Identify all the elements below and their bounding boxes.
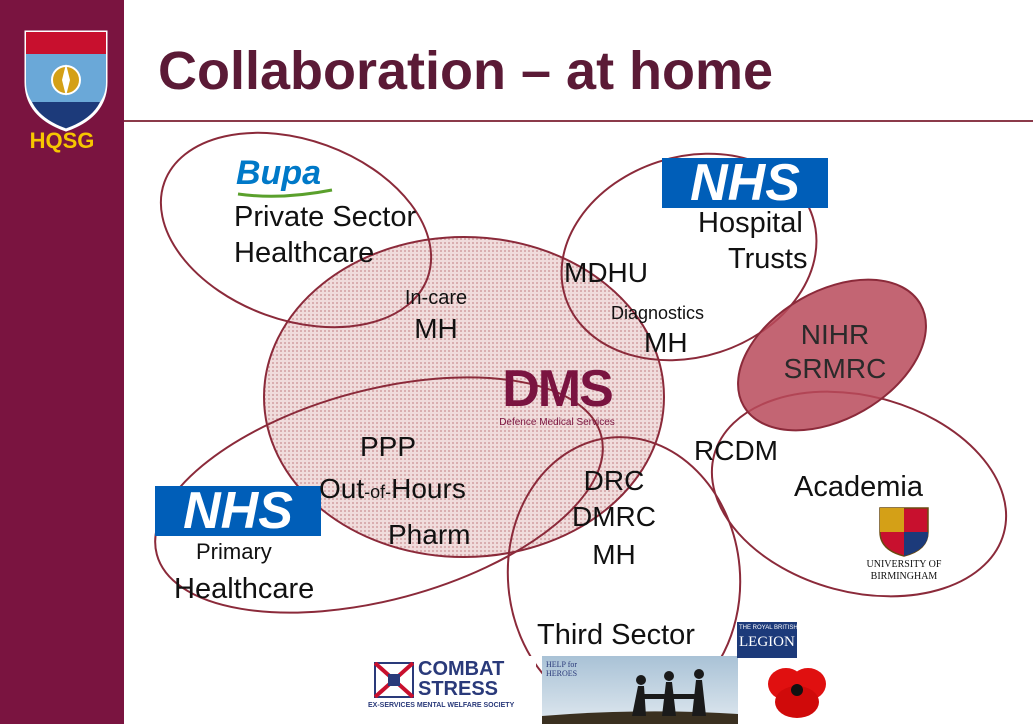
- nhs-logo-top: NHS: [662, 157, 828, 209]
- in-care-label: In-care: [404, 287, 468, 309]
- royal-british-legion-logo: THE ROYAL BRITISH LEGION: [737, 622, 798, 658]
- nhs-logo-primary: NHS: [155, 485, 321, 537]
- combat-stress-line-2: STRESS: [418, 678, 499, 700]
- dms-subtitle: Defence Medical Services: [499, 417, 615, 428]
- uob-line-2: BIRMINGHAM: [870, 571, 938, 582]
- dms-ellipse: [263, 236, 665, 558]
- bupa-logo-text: Bupa: [236, 154, 321, 192]
- dmrc-label: DMRC: [572, 501, 656, 532]
- private-sector-ellipse: [159, 131, 433, 329]
- third-sector-label: Third Sector: [537, 619, 695, 651]
- primary-healthcare-label: Healthcare: [174, 573, 315, 605]
- uob-line-1: UNIVERSITY OF: [866, 559, 942, 570]
- hospital-trusts-ellipse: [560, 152, 818, 362]
- dms-logo: DMS: [502, 360, 614, 418]
- collaboration-diagram: Bupa Private Sector Healthcare In-care M…: [124, 122, 1033, 724]
- slide-title: Collaboration – at home: [158, 41, 774, 101]
- primary-label: Primary: [196, 539, 272, 564]
- out-of-hours-of: -of-: [364, 482, 392, 502]
- pharm-label: Pharm: [388, 519, 471, 550]
- in-care-mh-label: MH: [414, 313, 458, 344]
- diagnostics-label: Diagnostics: [611, 303, 705, 323]
- ppp-label: PPP: [360, 431, 417, 462]
- soldiers-silhouette-icon: [542, 669, 738, 724]
- legion-line-1: THE ROYAL BRITISH: [739, 625, 798, 631]
- combat-stress-emblem-icon: [374, 662, 414, 698]
- ellipses-layer: [154, 131, 1008, 718]
- title-divider: [124, 120, 1033, 122]
- private-sector-label-2: Healthcare: [234, 237, 375, 269]
- rcdm-label: RCDM: [694, 435, 778, 466]
- hqsg-badge: HQSG: [29, 128, 95, 153]
- hospital-label: Hospital: [698, 207, 803, 239]
- birmingham-crest-icon: [879, 507, 929, 557]
- help-for-heroes-image: HELP for HEROES: [542, 656, 738, 724]
- nihr-label: NIHR: [800, 319, 870, 350]
- combat-stress-line-1: COMBAT: [418, 658, 505, 680]
- mdhu-label: MDHU: [564, 257, 648, 288]
- drc-label: DRC: [583, 465, 645, 496]
- combat-stress-sub: EX-SERVICES MENTAL WELFARE SOCIETY: [368, 702, 515, 709]
- primary-healthcare-ellipse: [154, 376, 604, 614]
- academia-label: Academia: [794, 471, 923, 503]
- srmrc-label: SRMRC: [783, 353, 887, 384]
- sidebar: HQSG: [0, 0, 124, 724]
- help-for-heroes-text: HELP for HEROES: [546, 660, 578, 678]
- legion-line-2: LEGION: [739, 634, 795, 650]
- bupa-logo: Bupa: [236, 154, 336, 198]
- hospital-mh-label: MH: [644, 327, 688, 358]
- out-of-hours-label: Out-of-Hours: [319, 474, 466, 503]
- out-of-hours-out: Out: [319, 473, 365, 504]
- third-sector-mh-label: MH: [592, 539, 636, 570]
- out-of-hours-hours: Hours: [391, 473, 466, 504]
- private-sector-label-1: Private Sector: [234, 201, 417, 233]
- bupa-swoosh-icon: [237, 188, 333, 198]
- academia-ellipse: [710, 390, 1008, 598]
- trusts-label: Trusts: [728, 243, 808, 275]
- poppy-icon: [768, 668, 826, 718]
- joint-forces-command-crest-icon: [24, 30, 108, 132]
- nihr-ellipse: [737, 278, 927, 432]
- combat-stress-logo: COMBAT STRESS EX-SERVICES MENTAL WELFARE…: [366, 656, 536, 716]
